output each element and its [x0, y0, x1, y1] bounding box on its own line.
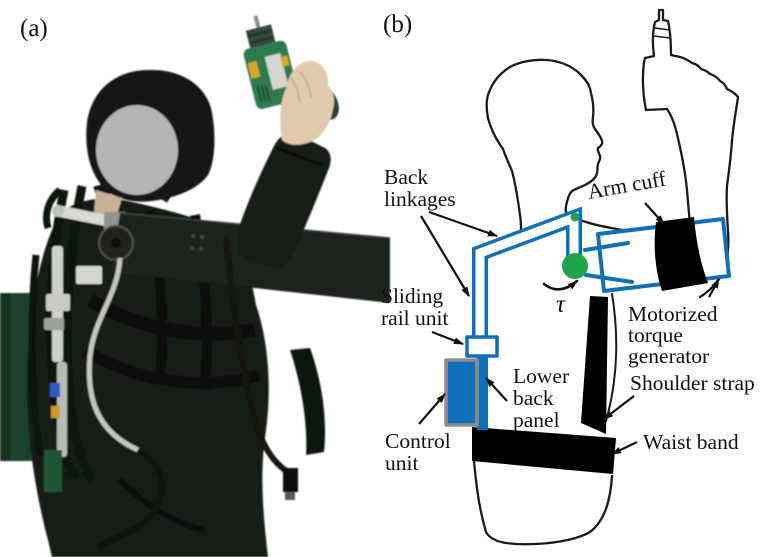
label-lower-back-panel: Lower back panel [513, 364, 575, 432]
photo-tube [28, 254, 44, 456]
photo-gray-cable [86, 257, 140, 453]
diagram-shoulder-joint [562, 253, 588, 279]
arrow-sliding-rail [431, 330, 464, 346]
label-line: Motorized [628, 302, 718, 326]
panel-b-label: (b) [383, 11, 412, 38]
diagram-body-head [485, 58, 661, 240]
arrow-lower-back-panel [485, 377, 508, 402]
photo-connector-clip [285, 492, 295, 500]
torque-arrow [542, 279, 579, 291]
annotation-arrows [418, 202, 720, 455]
diagram-arm-cuff [654, 217, 708, 291]
photo-tube-cap [52, 205, 64, 217]
photo-hanging-strap [290, 348, 326, 455]
diagram-waist-band [472, 427, 616, 474]
label-line: back [513, 386, 554, 410]
diagram-torso-right-edge [605, 293, 618, 422]
diagram-linkage-pin [570, 212, 580, 222]
photo-drill-bit [253, 15, 261, 30]
photo-black-cable [223, 235, 290, 475]
photo-drill-accent [280, 55, 290, 67]
label-torque-symbol: τ [556, 291, 566, 318]
photo-tube [62, 185, 96, 483]
diagram-body-back [501, 147, 523, 232]
arrow-arm-cuff [644, 202, 665, 225]
diagram-forearm-inner [665, 107, 692, 226]
photo-panel-a [0, 15, 391, 557]
diagram-lower-back-panel [477, 356, 488, 430]
photo-clamp [44, 318, 64, 330]
label-line: rail unit [381, 306, 448, 330]
diagram-panel-b [444, 8, 740, 546]
label-sliding-rail-unit: Sliding rail unit [381, 284, 449, 330]
label-line: Back [384, 165, 428, 189]
photo-clamp [76, 266, 102, 284]
photo-chuck-ridges [247, 29, 274, 45]
arrow-back-linkage-1 [428, 210, 498, 238]
photo-blue-connector [50, 383, 60, 397]
label-line: Sliding [381, 284, 443, 308]
photo-pcb [44, 450, 62, 492]
diagram-shoulder-strap [581, 296, 608, 434]
photo-drill-vents [256, 85, 271, 102]
photo-cable-connector [283, 468, 298, 492]
diagram-sliding-rail-unit [465, 335, 499, 358]
photo-side-box-edge [0, 293, 10, 461]
photo-drill-accent [247, 61, 261, 79]
photo-face-blur [96, 105, 178, 195]
diagram-joint-links [583, 241, 634, 284]
panel-a-label: (a) [20, 15, 48, 42]
photo-strap [81, 344, 260, 389]
arrow-torque-generator [708, 278, 720, 298]
label-line: unit [385, 451, 418, 475]
label-line: generator [628, 344, 709, 368]
photo-cuff-fold [276, 146, 323, 167]
arrow-shoulder-strap [603, 395, 635, 420]
label-back-linkages: Back linkages [384, 165, 456, 211]
diagram-drill-bottom [644, 107, 669, 112]
diagram-hips [472, 460, 614, 546]
photo-finger-lines [290, 71, 312, 104]
arrow-waist-band [611, 441, 638, 455]
photo-tube [43, 187, 63, 230]
label-line: Lower [513, 364, 569, 388]
label-line: linkages [384, 187, 456, 211]
arrow-control-unit [418, 393, 446, 425]
photo-clamp [46, 294, 70, 311]
label-motorized-torque-generator: Motorized torque generator [628, 302, 723, 368]
photo-shoulder-tube [55, 205, 112, 227]
annotation-texts: (a) (b) Back linkages Arm cuff Sliding r… [20, 11, 755, 475]
label-line: torque [628, 323, 683, 347]
photo-cable-loop [96, 447, 165, 550]
label-line: panel [513, 408, 560, 432]
arrow-back-linkage-2 [420, 215, 470, 297]
diagram-back-linkages-core [475, 211, 579, 348]
label-waist-band: Waist band [643, 430, 739, 454]
diagram-chuck-ridges [653, 27, 671, 39]
diagram-control-unit [444, 358, 479, 427]
label-shoulder-strap: Shoulder strap [630, 371, 755, 395]
label-control-unit: Control unit [385, 429, 456, 475]
photo-yellow-connector [51, 406, 60, 418]
photo-fold [117, 477, 206, 533]
label-line: Control [385, 429, 451, 453]
photo-motor-hub [111, 238, 121, 248]
diagram-drill-arm [641, 8, 740, 299]
photo-arm-sleeve [236, 133, 331, 268]
